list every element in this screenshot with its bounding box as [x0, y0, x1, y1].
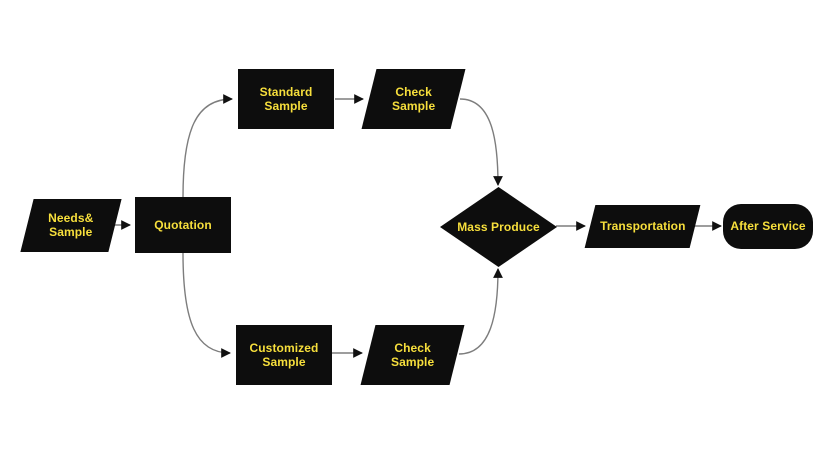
node-needs-sample-label: Needs& Sample — [48, 211, 94, 240]
edge-check-sample-top-to-mass-produce — [459, 98, 503, 186]
node-mass-produce[interactable]: Mass Produce — [440, 187, 557, 267]
edge-quotation-to-standard-sample — [182, 94, 233, 198]
node-mass-produce-label: Mass Produce — [457, 219, 540, 234]
edge-quotation-to-customized-sample — [182, 252, 231, 358]
node-customized-sample-label: Customized Sample — [249, 340, 319, 369]
node-quotation-label: Quotation — [154, 217, 212, 232]
node-check-sample-top-label: Check Sample — [391, 84, 436, 113]
node-check-sample-top[interactable]: Check Sample — [361, 69, 466, 129]
node-after-service-label: After Service — [730, 219, 806, 234]
node-check-sample-bottom[interactable]: Check Sample — [360, 325, 465, 385]
node-needs-sample[interactable]: Needs& Sample — [20, 199, 122, 252]
node-quotation[interactable]: Quotation — [135, 197, 231, 253]
node-customized-sample[interactable]: Customized Sample — [236, 325, 332, 385]
node-transportation-label: Transportation — [599, 219, 686, 234]
node-after-service[interactable]: After Service — [723, 204, 813, 249]
edge-check-sample-bottom-to-mass-produce — [458, 268, 503, 355]
node-standard-sample[interactable]: Standard Sample — [238, 69, 334, 129]
node-standard-sample-label: Standard Sample — [259, 84, 313, 113]
node-transportation[interactable]: Transportation — [584, 205, 701, 248]
node-check-sample-bottom-label: Check Sample — [390, 340, 435, 369]
